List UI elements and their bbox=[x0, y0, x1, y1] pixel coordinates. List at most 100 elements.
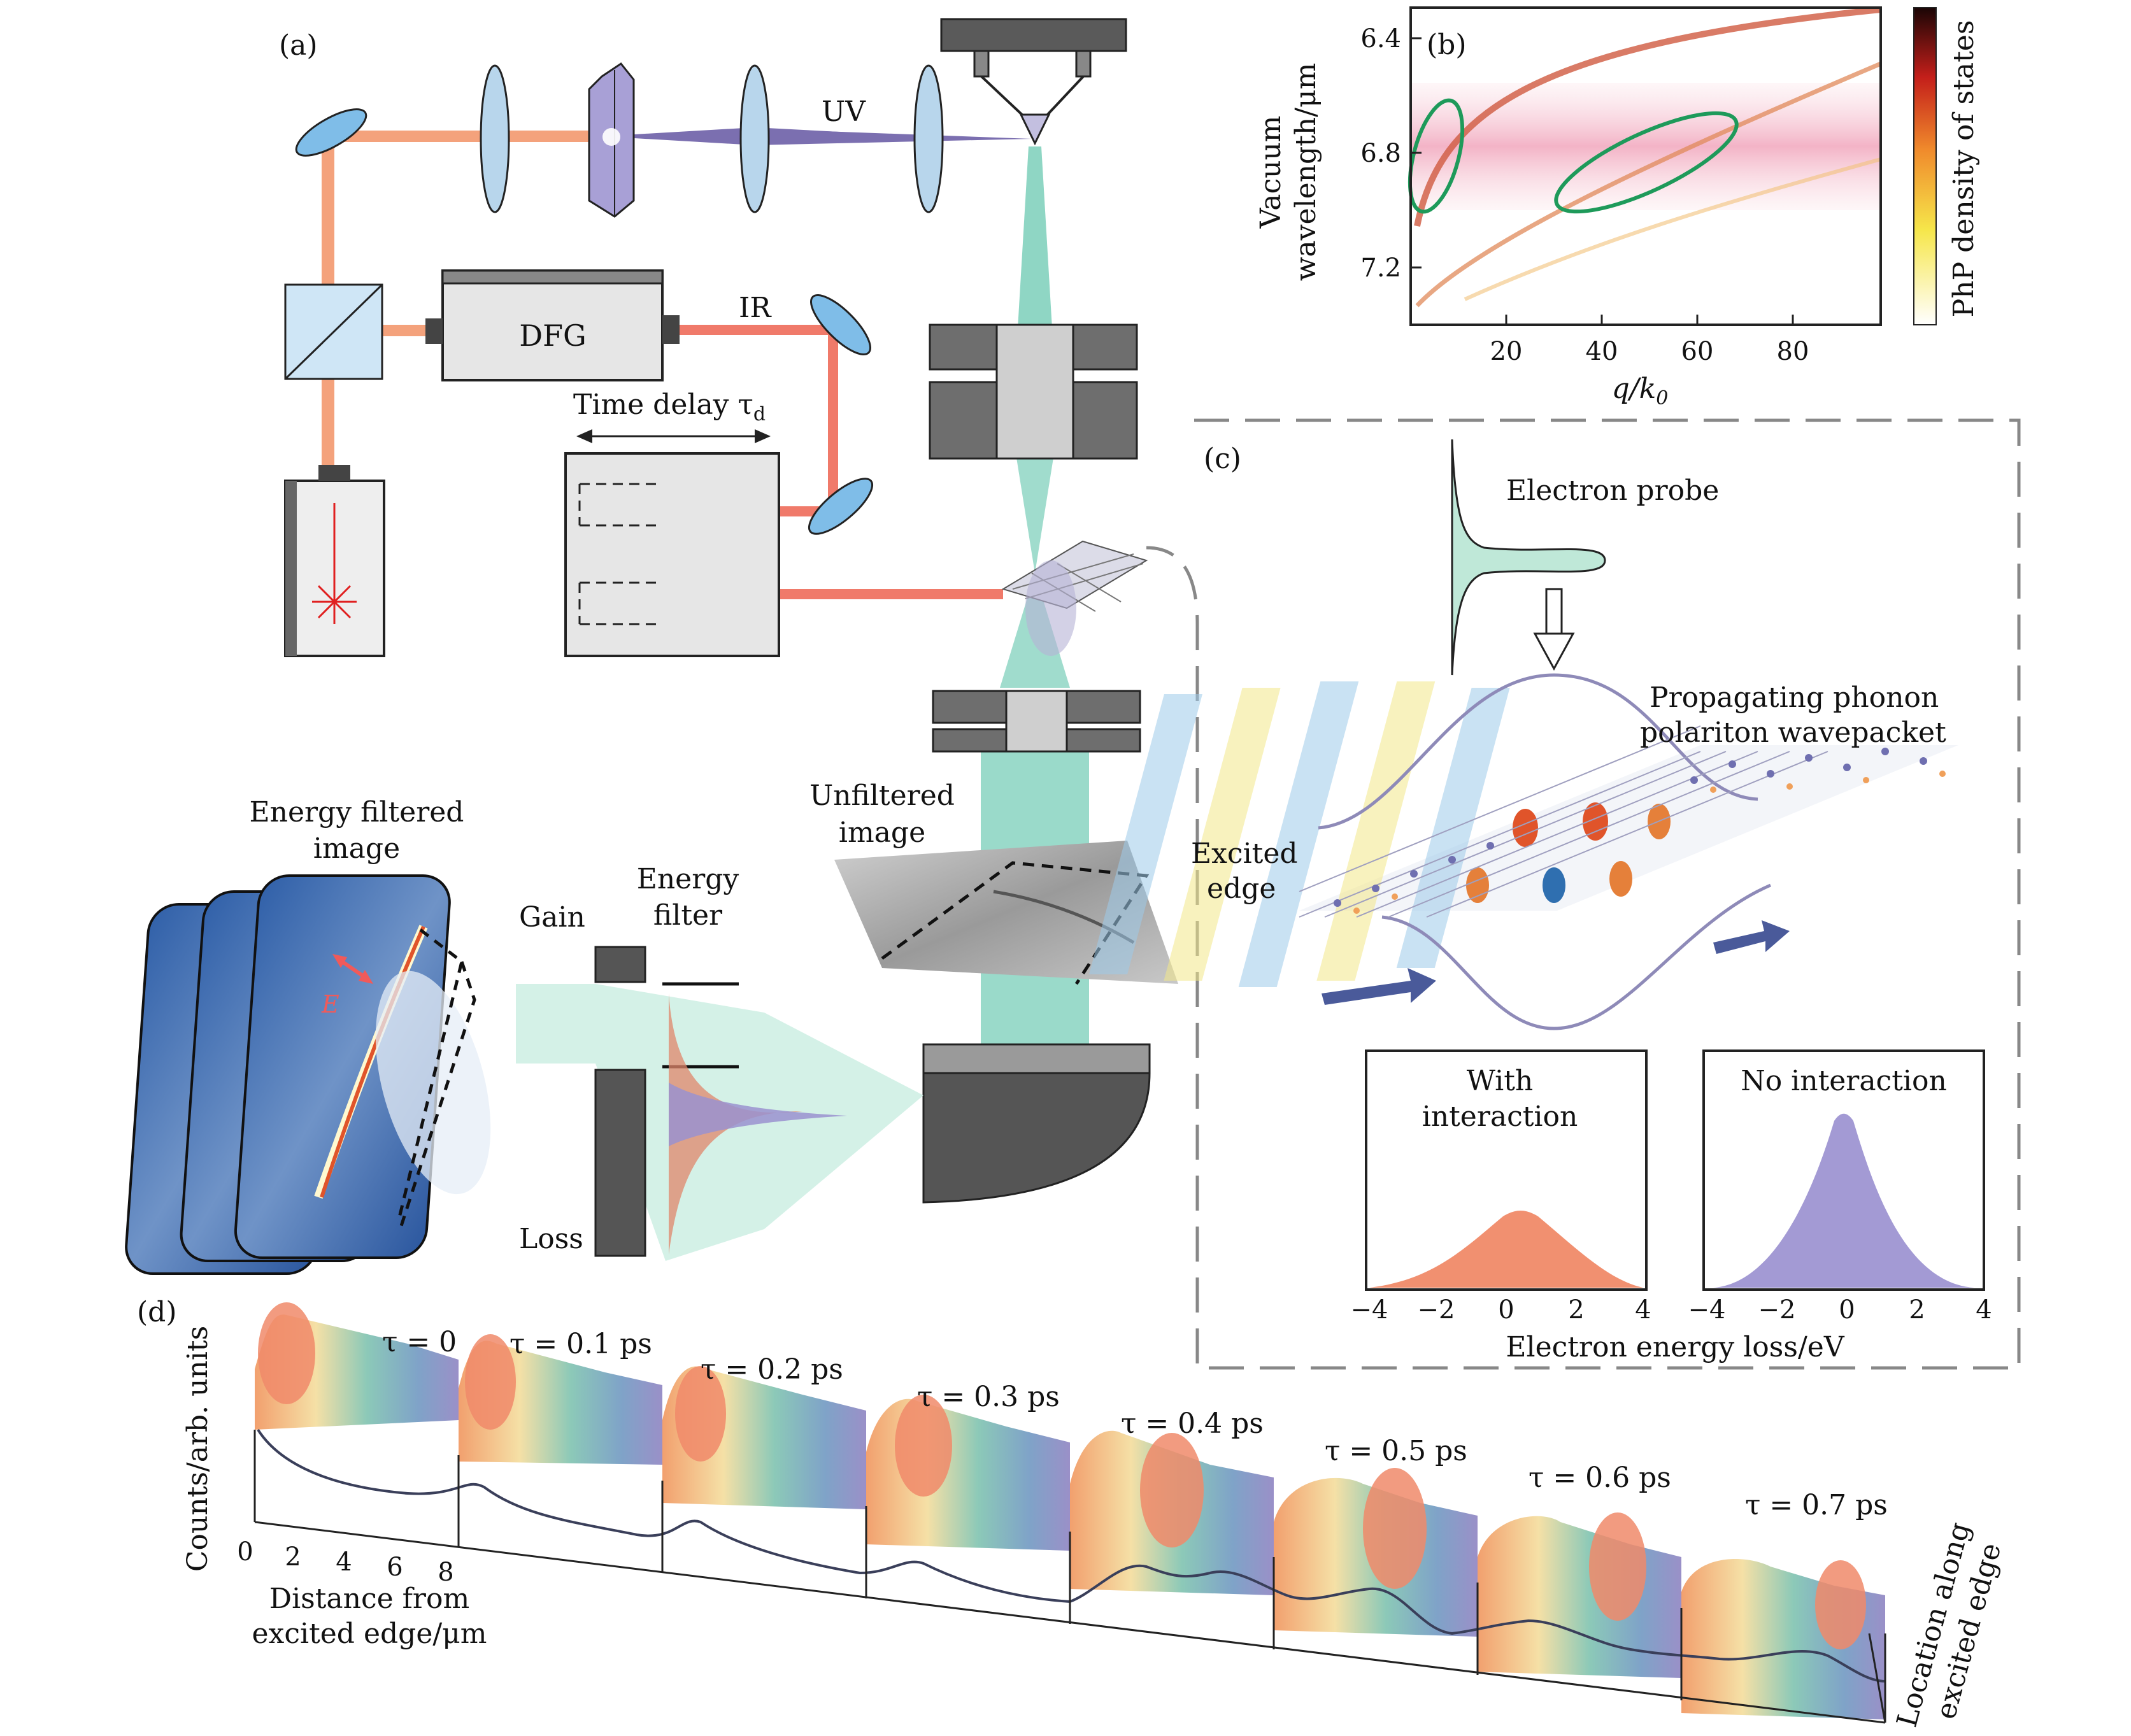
y-tick-label: 7.2 bbox=[1360, 253, 1401, 283]
surface-peaks bbox=[258, 1302, 1866, 1649]
y-axis-label-1: Vacuum bbox=[1255, 115, 1287, 229]
x-tick-label: 2 bbox=[285, 1542, 301, 1572]
beam-splitter-icon bbox=[284, 283, 383, 380]
dispersion-branch-middle bbox=[1415, 61, 1882, 308]
green-ellipse-right bbox=[1554, 111, 1739, 214]
green-ellipse-left bbox=[1408, 98, 1465, 214]
energy-filtered-image-stack: E bbox=[125, 874, 491, 1275]
y-axis-label-2: wavelength/μm bbox=[1290, 63, 1322, 281]
wavepacket-label-2: polariton wavepacket bbox=[1640, 716, 1946, 749]
panel-b-label: (b) bbox=[1427, 29, 1467, 61]
no-interaction-label: No interaction bbox=[1741, 1065, 1947, 1097]
panel-c-border bbox=[1146, 418, 2021, 1370]
energy-arrow-label: E bbox=[321, 990, 339, 1018]
lens-icon bbox=[480, 64, 510, 213]
y-tick-label: 6.4 bbox=[1360, 24, 1401, 53]
electron-probe-label: Electron probe bbox=[1506, 474, 1719, 507]
delay-label: τ = 0.1 ps bbox=[510, 1328, 652, 1360]
x-tick-label: 80 bbox=[1777, 337, 1809, 366]
sample-icon bbox=[1001, 540, 1148, 656]
x-ticks: 20 40 60 80 bbox=[1490, 315, 1809, 366]
unfiltered-label-1: Unfiltered bbox=[809, 779, 955, 812]
x-tick-label: 6 bbox=[387, 1553, 403, 1582]
pump-beam bbox=[322, 131, 602, 474]
filtered-label-2: image bbox=[313, 832, 400, 865]
objective-upper-icon bbox=[929, 324, 1138, 460]
delay-label: τ = 0.2 ps bbox=[701, 1353, 843, 1386]
mirror-icon bbox=[295, 108, 367, 157]
y-tick-label: 6.8 bbox=[1360, 139, 1401, 168]
gain-label: Gain bbox=[519, 901, 585, 934]
x-ticks: 0 2 4 6 8 bbox=[237, 1537, 453, 1587]
gain-slit bbox=[594, 946, 646, 983]
delay-label: τ = 0.6 ps bbox=[1529, 1462, 1671, 1494]
x-axis-label-2: excited edge/μm bbox=[252, 1618, 487, 1650]
energy-loss-axis-label: Electron energy loss/eV bbox=[1506, 1331, 1844, 1363]
no-interaction-xticks: −4 −2 0 2 4 bbox=[1688, 1295, 1992, 1325]
energy-filter-label-1: Energy bbox=[637, 863, 739, 895]
ir-label: IR bbox=[739, 292, 772, 324]
uv-label: UV bbox=[822, 96, 866, 128]
x-tick-label: 4 bbox=[336, 1547, 352, 1577]
electron-probe-gaussian bbox=[1451, 439, 1606, 676]
delay-label: τ = 0.5 ps bbox=[1325, 1435, 1467, 1467]
uv-beam bbox=[602, 127, 1032, 145]
excited-edge-label-2: edge bbox=[1207, 872, 1276, 905]
loss-curve bbox=[669, 1083, 847, 1146]
unfiltered-label-2: image bbox=[839, 816, 925, 849]
with-interaction-spectrum bbox=[1369, 1211, 1643, 1288]
excited-edge-label-1: Excited bbox=[1191, 837, 1298, 870]
x-tick-label: 0 bbox=[237, 1537, 253, 1567]
x-tick-label: 0 bbox=[1839, 1295, 1855, 1325]
lens-icon bbox=[913, 64, 944, 213]
panel-d-label: (d) bbox=[137, 1296, 177, 1328]
dispersion-branch-lower bbox=[1464, 157, 1881, 301]
laser-icon bbox=[284, 465, 385, 657]
mirror-icon bbox=[808, 478, 874, 535]
loss-slit bbox=[594, 1069, 646, 1257]
lens-icon bbox=[739, 64, 770, 213]
phonon-wavepacket bbox=[1089, 673, 1958, 1030]
objective-lower-icon bbox=[932, 690, 1141, 753]
x-tick-label: 60 bbox=[1681, 337, 1714, 366]
x-tick-label: 0 bbox=[1498, 1295, 1514, 1325]
x-tick-label: 4 bbox=[1635, 1295, 1651, 1325]
panel-a: (a) bbox=[125, 18, 1178, 1275]
with-interaction-label-2: interaction bbox=[1422, 1100, 1578, 1133]
panel-c: (c) Electron probe bbox=[1089, 418, 2021, 1370]
with-interaction-label-1: With bbox=[1467, 1065, 1534, 1097]
x-tick-label: −4 bbox=[1351, 1295, 1388, 1325]
filtered-label-1: Energy filtered bbox=[250, 796, 464, 829]
panel-b-frame bbox=[1409, 6, 1882, 326]
x-tick-label: 2 bbox=[1909, 1295, 1925, 1325]
y-ticks: 6.4 6.8 7.2 bbox=[1360, 24, 1422, 283]
pink-band bbox=[1411, 83, 1881, 210]
x-tick-label: 8 bbox=[438, 1558, 453, 1587]
delay-label: τ = 0.3 ps bbox=[917, 1381, 1060, 1413]
with-interaction-xticks: −4 −2 0 2 4 bbox=[1351, 1295, 1651, 1325]
panel-c-label: (c) bbox=[1204, 443, 1241, 475]
mirror-icon bbox=[809, 294, 872, 356]
x-tick-label: 20 bbox=[1490, 337, 1523, 366]
detector-icon bbox=[922, 1043, 1151, 1204]
time-delay-label: Time delay τd bbox=[573, 388, 766, 425]
dfg-box: DFG bbox=[425, 269, 680, 381]
slice-axis-lines bbox=[253, 1430, 1886, 1723]
dfg-label: DFG bbox=[519, 318, 587, 353]
colorbar bbox=[1913, 7, 1937, 325]
panel-b: (b) 6.4 6.8 7.2 20 40 60 80 q/k0 Vacuum … bbox=[1255, 6, 1980, 409]
electron-beam-cone bbox=[1000, 414, 1070, 688]
x-tick-label: −2 bbox=[1758, 1295, 1796, 1325]
energy-filter-label-2: filter bbox=[653, 899, 723, 932]
crystal-icon bbox=[588, 62, 635, 218]
delay-stage bbox=[564, 429, 780, 657]
x-axis-label-1: Distance from bbox=[269, 1583, 469, 1615]
panel-a-label: (a) bbox=[279, 29, 318, 62]
y-axis-label: Counts/arb. units bbox=[182, 1326, 214, 1572]
dispersion-branch-upper bbox=[1414, 6, 1881, 227]
delay-label: τ = 0.7 ps bbox=[1745, 1489, 1888, 1521]
profile-curve bbox=[257, 1428, 1886, 1683]
x-axis-label: q/k0 bbox=[1612, 373, 1669, 409]
down-arrow-icon bbox=[1533, 588, 1575, 671]
